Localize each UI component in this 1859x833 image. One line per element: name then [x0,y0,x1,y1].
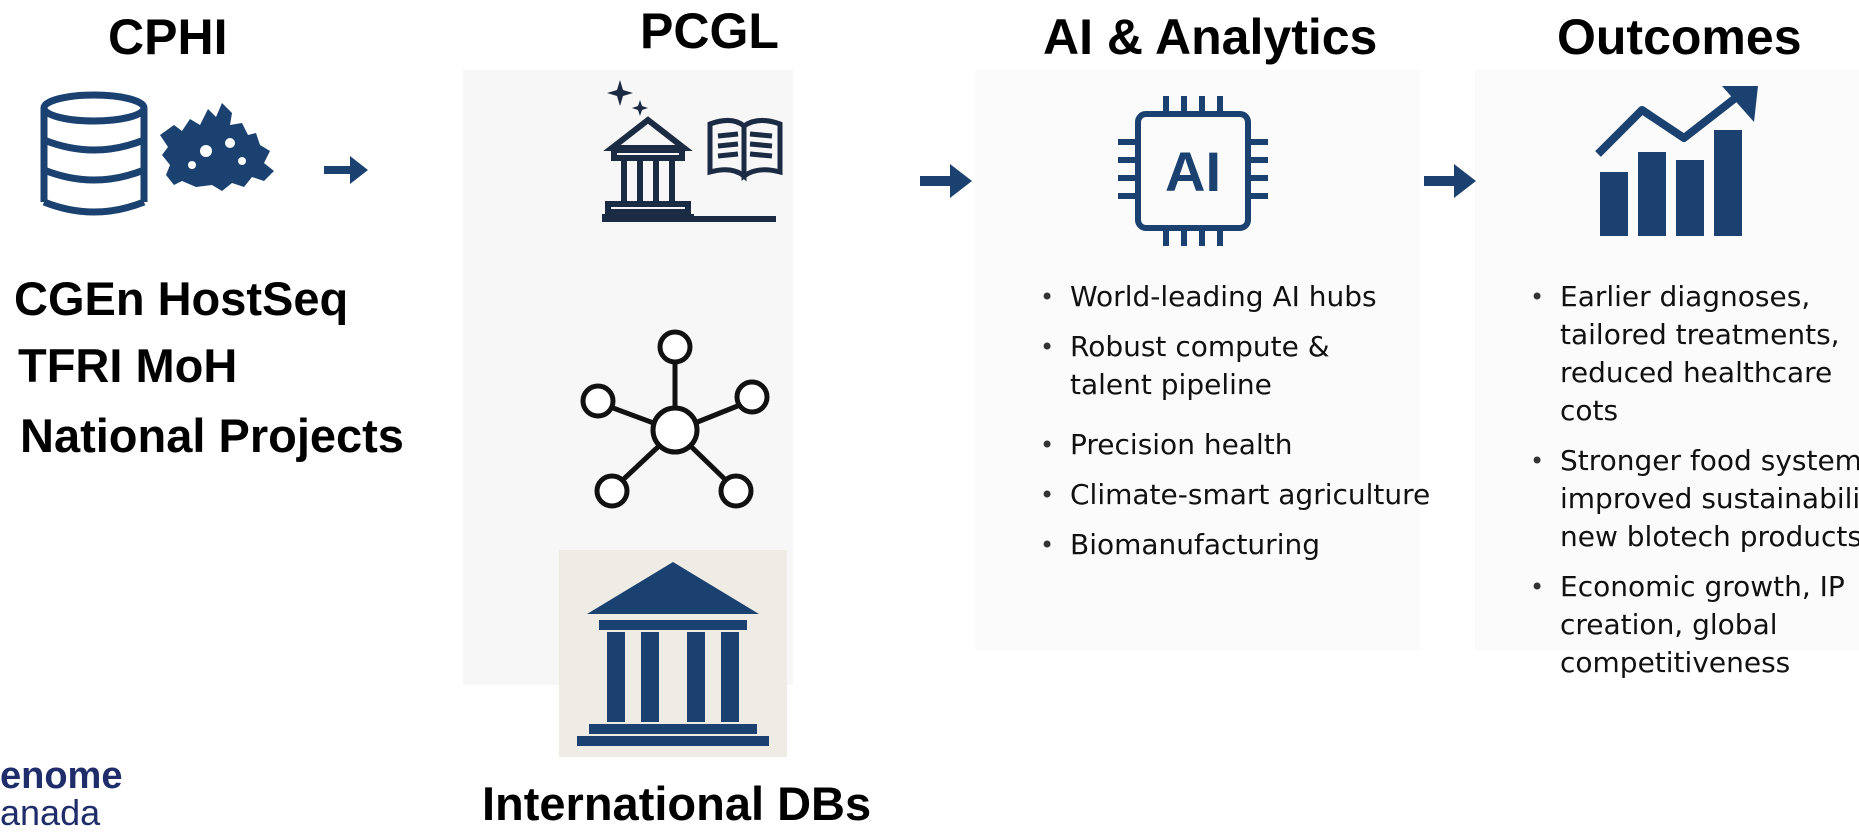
list-item: Economic growth, IP creation, global com… [1530,568,1859,682]
outcomes-title: Outcomes [1557,9,1802,65]
ai-bullet-list: World-leading AI hubs Robust compute & t… [1040,278,1450,576]
pcgl-title: PCGL [640,3,779,59]
genome-canada-logo-line1: enome [0,755,123,797]
arrow-right-icon [920,164,972,198]
list-item: Earlier diagnoses, tailored treatments, … [1530,278,1859,430]
list-item: Precision health [1040,426,1450,464]
outcomes-bullet-list: Earlier diagnoses, tailored treatments, … [1530,278,1859,694]
list-item: World-leading AI hubs [1040,278,1450,316]
cphi-title: CPHI [108,9,228,65]
arrow-right-icon [1424,164,1476,198]
list-item: Biomanufacturing [1040,526,1450,564]
international-db-tile [559,550,787,757]
arrow-right-icon [324,156,368,184]
bank-building-icon [577,562,769,746]
list-item: Stronger food systems, improved sustaina… [1530,442,1859,556]
international-dbs-label: International DBs [482,777,872,830]
institution-book-icon [602,80,783,222]
source-national-projects: National Projects [20,409,404,462]
genome-canada-logo-line2: anada [0,792,101,833]
canada-map-icon [160,103,274,191]
growth-chart-icon [1595,86,1758,236]
database-icon [40,91,148,216]
source-tfri-moh: TFRI MoH [18,339,238,392]
ai-chip-icon: AI [1110,92,1276,252]
list-item: Robust compute & talent pipeline [1040,328,1370,404]
network-icon [580,329,770,509]
ai-chip-label: AI [1165,139,1221,203]
list-item: Climate-smart agriculture [1040,476,1450,514]
source-cgen-hostseq: CGEn HostSeq [14,272,349,325]
ai-title: AI & Analytics [1043,9,1378,65]
